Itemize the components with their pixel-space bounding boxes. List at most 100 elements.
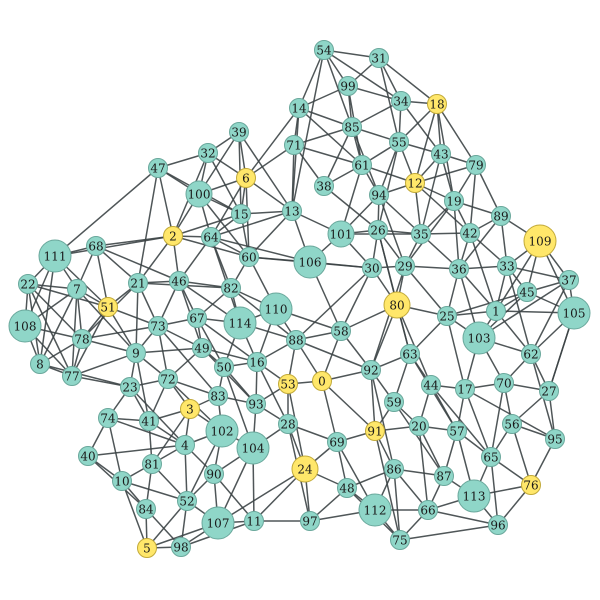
node-16[interactable]: 16 [247, 352, 267, 372]
node-79[interactable]: 79 [466, 155, 486, 175]
node-31[interactable]: 31 [369, 48, 389, 68]
node-24[interactable]: 24 [291, 455, 319, 483]
node-38[interactable]: 38 [314, 176, 334, 196]
node-55[interactable]: 55 [389, 132, 409, 152]
node-28[interactable]: 28 [278, 414, 298, 434]
node-15[interactable]: 15 [231, 204, 251, 224]
node-84[interactable]: 84 [136, 499, 156, 519]
node-44[interactable]: 44 [421, 375, 441, 395]
node-103[interactable]: 103 [462, 321, 496, 355]
node-82[interactable]: 82 [221, 278, 241, 298]
node-66[interactable]: 66 [418, 500, 438, 520]
node-25[interactable]: 25 [437, 306, 457, 326]
node-72[interactable]: 72 [158, 369, 178, 389]
node-50[interactable]: 50 [214, 357, 234, 377]
node-5[interactable]: 5 [137, 538, 157, 558]
node-8[interactable]: 8 [30, 354, 50, 374]
node-4[interactable]: 4 [175, 435, 195, 455]
node-63[interactable]: 63 [400, 344, 420, 364]
node-88[interactable]: 88 [286, 330, 306, 350]
node-92[interactable]: 92 [361, 360, 381, 380]
node-109[interactable]: 109 [523, 224, 557, 258]
node-12[interactable]: 12 [405, 173, 425, 193]
node-52[interactable]: 52 [177, 491, 197, 511]
node-69[interactable]: 69 [327, 432, 347, 452]
node-34[interactable]: 34 [391, 91, 411, 111]
node-68[interactable]: 68 [86, 236, 106, 256]
node-27[interactable]: 27 [539, 381, 559, 401]
node-95[interactable]: 95 [545, 429, 565, 449]
node-83[interactable]: 83 [208, 386, 228, 406]
node-96[interactable]: 96 [488, 515, 508, 535]
node-43[interactable]: 43 [431, 144, 451, 164]
node-1[interactable]: 1 [486, 301, 506, 321]
node-76[interactable]: 76 [521, 475, 541, 495]
node-106[interactable]: 106 [293, 245, 327, 279]
node-100[interactable]: 100 [185, 180, 213, 208]
node-110[interactable]: 110 [259, 292, 293, 326]
node-36[interactable]: 36 [449, 259, 469, 279]
node-17[interactable]: 17 [455, 379, 475, 399]
node-70[interactable]: 70 [494, 373, 514, 393]
node-21[interactable]: 21 [128, 273, 148, 293]
node-14[interactable]: 14 [289, 98, 309, 118]
node-113[interactable]: 113 [457, 479, 491, 513]
node-65[interactable]: 65 [481, 447, 501, 467]
node-64[interactable]: 64 [201, 227, 221, 247]
node-73[interactable]: 73 [148, 316, 168, 336]
node-0[interactable]: 0 [312, 371, 332, 391]
node-10[interactable]: 10 [112, 471, 132, 491]
node-20[interactable]: 20 [409, 416, 429, 436]
node-37[interactable]: 37 [559, 270, 579, 290]
node-48[interactable]: 48 [337, 478, 357, 498]
node-87[interactable]: 87 [434, 466, 454, 486]
node-19[interactable]: 19 [444, 191, 464, 211]
node-23[interactable]: 23 [120, 377, 140, 397]
node-32[interactable]: 32 [198, 143, 218, 163]
node-86[interactable]: 86 [384, 459, 404, 479]
node-35[interactable]: 35 [411, 224, 431, 244]
node-111[interactable]: 111 [38, 239, 72, 273]
node-91[interactable]: 91 [365, 421, 385, 441]
node-13[interactable]: 13 [282, 201, 302, 221]
node-98[interactable]: 98 [171, 537, 191, 557]
node-18[interactable]: 18 [427, 94, 447, 114]
node-61[interactable]: 61 [352, 155, 372, 175]
node-51[interactable]: 51 [98, 297, 118, 317]
node-11[interactable]: 11 [244, 511, 264, 531]
node-39[interactable]: 39 [229, 122, 249, 142]
node-22[interactable]: 22 [18, 274, 38, 294]
node-101[interactable]: 101 [327, 220, 355, 248]
node-41[interactable]: 41 [139, 411, 159, 431]
node-46[interactable]: 46 [169, 271, 189, 291]
node-77[interactable]: 77 [62, 366, 82, 386]
node-53[interactable]: 53 [278, 374, 298, 394]
node-7[interactable]: 7 [67, 279, 87, 299]
node-93[interactable]: 93 [246, 394, 266, 414]
node-30[interactable]: 30 [362, 258, 382, 278]
node-42[interactable]: 42 [460, 223, 480, 243]
node-47[interactable]: 47 [148, 158, 168, 178]
node-67[interactable]: 67 [187, 308, 207, 328]
node-29[interactable]: 29 [395, 256, 415, 276]
node-60[interactable]: 60 [239, 247, 259, 267]
node-85[interactable]: 85 [342, 117, 362, 137]
node-99[interactable]: 99 [338, 76, 358, 96]
node-40[interactable]: 40 [78, 446, 98, 466]
node-2[interactable]: 2 [163, 226, 183, 246]
node-71[interactable]: 71 [284, 135, 304, 155]
node-102[interactable]: 102 [205, 414, 239, 448]
node-3[interactable]: 3 [180, 399, 200, 419]
node-108[interactable]: 108 [8, 309, 42, 343]
node-104[interactable]: 104 [236, 431, 270, 465]
node-57[interactable]: 57 [447, 421, 467, 441]
node-9[interactable]: 9 [126, 343, 146, 363]
node-78[interactable]: 78 [72, 329, 92, 349]
node-80[interactable]: 80 [383, 291, 411, 319]
node-59[interactable]: 59 [384, 392, 404, 412]
node-45[interactable]: 45 [517, 282, 537, 302]
node-49[interactable]: 49 [192, 338, 212, 358]
node-56[interactable]: 56 [502, 414, 522, 434]
node-105[interactable]: 105 [557, 296, 591, 330]
node-26[interactable]: 26 [368, 220, 388, 240]
